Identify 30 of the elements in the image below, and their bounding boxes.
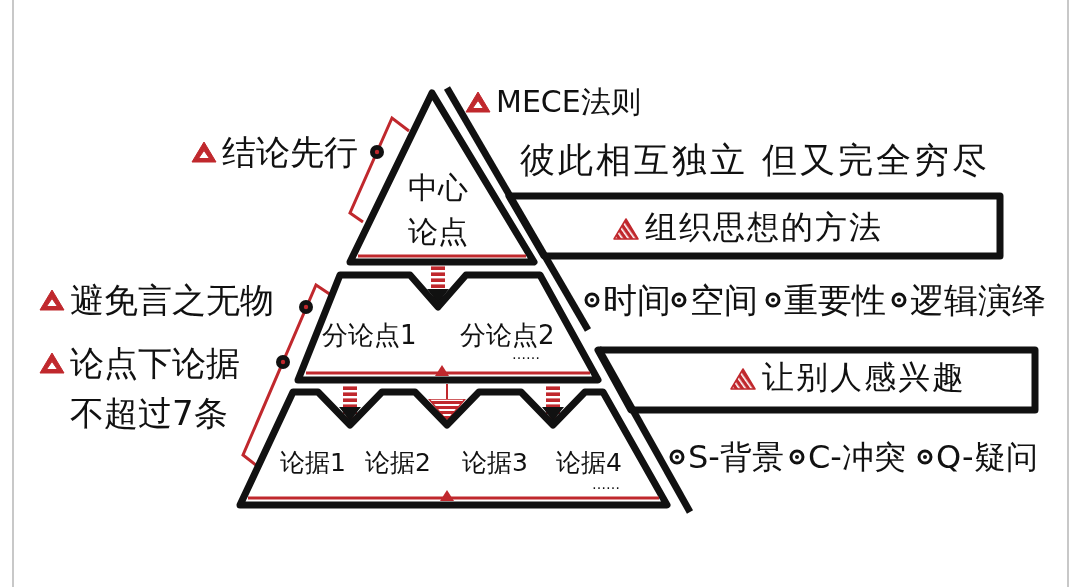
level-text: 论据3 bbox=[462, 447, 528, 479]
level-text: 分论点1 bbox=[322, 319, 417, 352]
level-text: 中心论点 bbox=[407, 169, 469, 251]
bullet-text: 重要性 bbox=[784, 280, 886, 321]
bullet-text: 时间 bbox=[603, 280, 671, 321]
annotation-text: 避免言之无物 bbox=[70, 280, 274, 321]
bullet-text: C-冲突 bbox=[808, 438, 906, 477]
bullet-text: 逻辑演绎 bbox=[910, 280, 1046, 321]
level-text: 分论点2 bbox=[460, 319, 555, 352]
banner-box bbox=[594, 346, 1039, 414]
bullet-text: 空间 bbox=[690, 280, 758, 321]
arrow bbox=[428, 383, 466, 422]
annotation-text: MECE法则 bbox=[496, 84, 641, 120]
ellipsis-text: …… bbox=[592, 476, 620, 494]
level-text: 论据1 bbox=[280, 447, 346, 479]
level-text: 论据4 bbox=[556, 447, 622, 479]
arrow bbox=[427, 266, 449, 303]
annotation-text: 彼此相互独立 但又完全穷尽 bbox=[520, 139, 991, 181]
bullet-text: Q-疑问 bbox=[936, 438, 1038, 477]
annotation-text: 论点下论据不超过7条 bbox=[70, 342, 241, 435]
pyramid-band bbox=[236, 388, 671, 509]
banner-box bbox=[505, 192, 1004, 260]
pyramid-band bbox=[294, 271, 602, 384]
bullet-text: S-背景 bbox=[688, 438, 784, 477]
banner-text: 让别人感兴趣 bbox=[762, 357, 966, 397]
annotation-text: 结论先行 bbox=[222, 132, 358, 173]
banner-text: 组织思想的方法 bbox=[645, 207, 883, 247]
arrow bbox=[339, 384, 361, 421]
level-text: 论据2 bbox=[365, 447, 431, 479]
arrow bbox=[542, 384, 564, 421]
